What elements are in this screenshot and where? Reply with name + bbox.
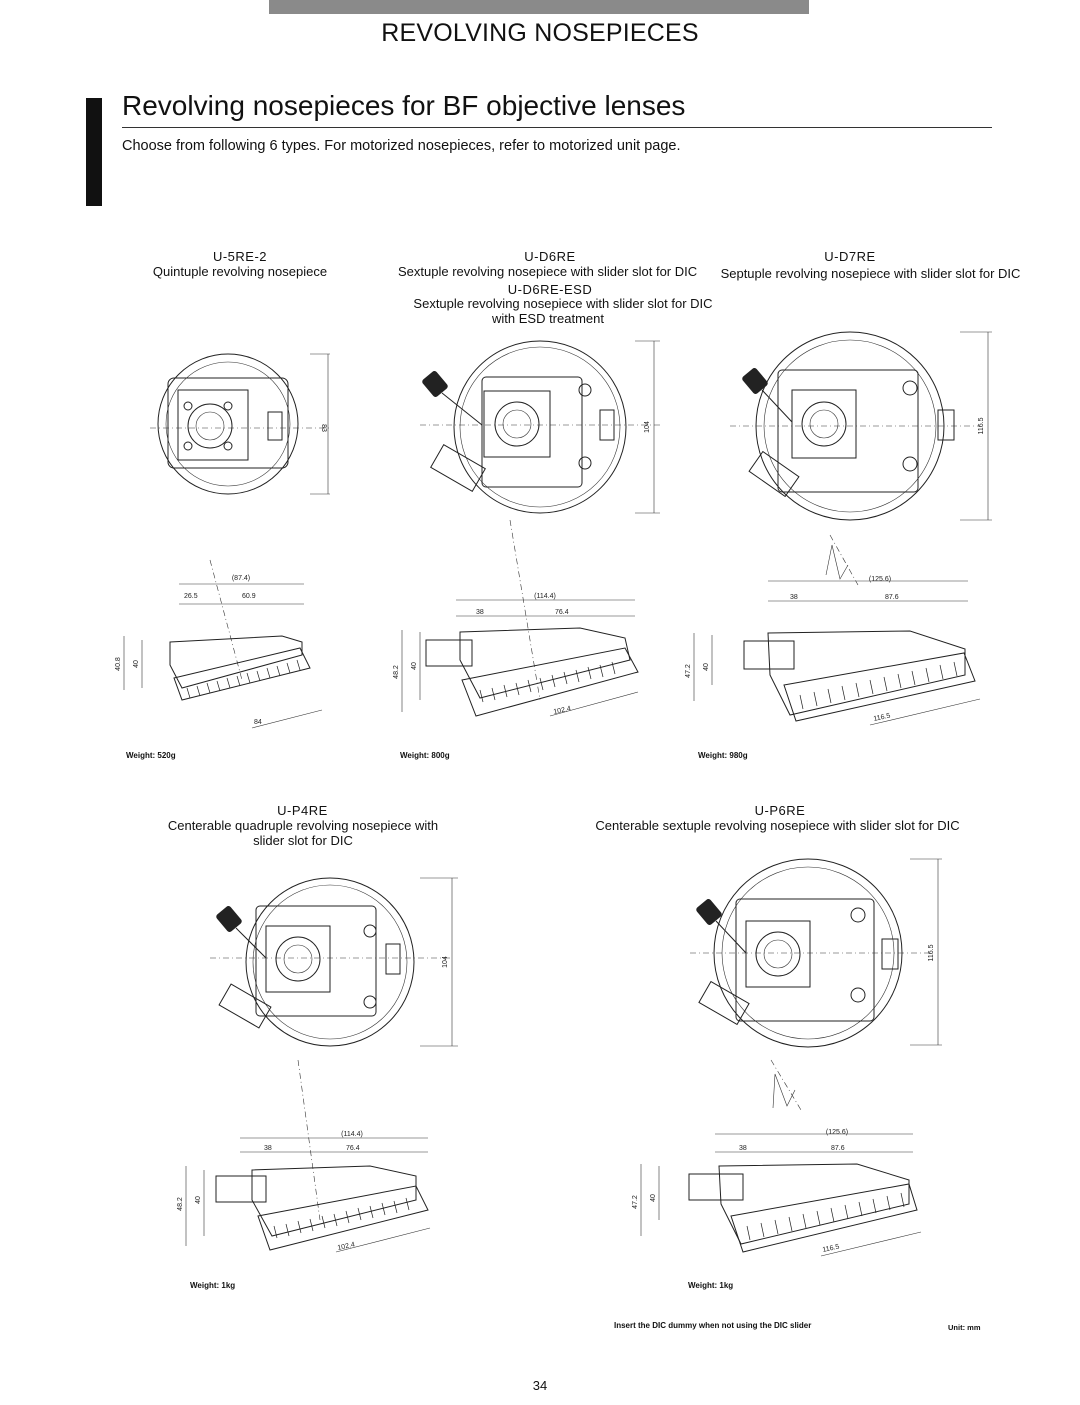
ud7re-side-drawing: (125.6) 38 87.6 47.2 40 116.5: [685, 534, 981, 726]
u5re2-dim-wleft: 26.5: [184, 593, 198, 600]
up4re-desc: Centerable quadruple revolving nosepiece…: [167, 818, 439, 833]
u5re2-dim-height: 83: [320, 424, 327, 432]
ud7re-weight: Weight: 980g: [698, 751, 748, 760]
ud7re-code: U-D7RE: [824, 249, 876, 264]
intro-text: Choose from following 6 types. For motor…: [122, 138, 681, 154]
u5re2-dim-houter: 40.8: [115, 657, 122, 671]
ud6re-dim-wleft: 38: [476, 609, 484, 616]
up6re-side-drawing: (125.6) 38 87.6 47.2 40 116.5: [632, 1059, 922, 1257]
u5re2-dim-hinner: 40: [133, 660, 140, 668]
section-title: REVOLVING NOSEPIECES: [381, 19, 699, 47]
up6re-dim-wleft: 38: [739, 1145, 747, 1152]
up4re-top-drawing: 104: [210, 877, 458, 1047]
ud6re-esd-desc-b: with ESD treatment: [492, 311, 604, 326]
up4re-code: U-P4RE: [277, 803, 328, 818]
u5re2-weight: Weight: 520g: [126, 751, 176, 760]
up6re-top-drawing: 116.5: [690, 858, 942, 1048]
ud7re-dim-height: 116.5: [978, 417, 985, 434]
u5re2-dim-diameter: 84: [254, 719, 262, 726]
ud6re-dim-height: 104: [644, 421, 651, 433]
ud6re-dim-hinner: 40: [411, 662, 418, 670]
page-number: 34: [532, 1378, 548, 1393]
up6re-weight: Weight: 1kg: [688, 1281, 734, 1290]
up4re-desc-b: slider slot for DIC: [253, 833, 353, 848]
up4re-dim-wleft: 38: [264, 1145, 272, 1152]
u5re2-code: U-5RE-2: [212, 249, 268, 264]
up4re-dim-hinner: 40: [195, 1196, 202, 1204]
ud7re-dim-houter: 47.2: [685, 664, 692, 678]
ud6re-esd-code: U-D6RE-ESD: [507, 282, 593, 297]
u5re2-desc: Quintuple revolving nosepiece: [152, 264, 328, 279]
up4re-dim-wright: 76.4: [346, 1145, 360, 1152]
ud7re-dim-wleft: 38: [790, 594, 798, 601]
dic-note: Insert the DIC dummy when not using the …: [614, 1321, 812, 1330]
up6re-dim-wtotal: (125.6): [826, 1129, 848, 1136]
u5re2-dim-wright: 60.9: [242, 593, 256, 600]
page-heading: Revolving nosepieces for BF objective le…: [122, 90, 686, 121]
ud7re-dim-diameter: 116.5: [873, 713, 891, 723]
heading-rule: [122, 127, 992, 128]
up4re-dim-diameter: 102.4: [337, 1241, 356, 1252]
ud6re-weight: Weight: 800g: [400, 751, 450, 760]
up4re-dim-height: 104: [442, 956, 449, 968]
up6re-desc: Centerable sextuple revolving nosepiece …: [595, 818, 960, 833]
ud6re-dim-wright: 76.4: [555, 609, 569, 616]
up4re-side-drawing: (114.4) 38 76.4 48.2 40 102.4: [177, 1059, 431, 1253]
section-marker: [86, 98, 102, 206]
up6re-dim-hinner: 40: [650, 1194, 657, 1202]
up6re-dim-height: 116.5: [928, 944, 935, 961]
unit-label: Unit: mm: [948, 1323, 981, 1332]
up6re-code: U-P6RE: [754, 803, 806, 818]
ud6re-side-drawing: (114.4) 38 76.4 48.2 40 102.4: [393, 519, 639, 717]
up4re-dim-wtotal: (114.4): [341, 1131, 363, 1138]
header-bar: [269, 0, 809, 14]
ud7re-dim-hinner: 40: [703, 663, 710, 671]
u5re2-dim-wtotal: (87.4): [232, 575, 250, 582]
u5re2-side-drawing: (87.4) 26.5 60.9 40.8 40 84: [115, 559, 323, 729]
ud6re-top-drawing: 104: [420, 340, 660, 514]
ud6re-desc: Sextuple revolving nosepiece with slider…: [398, 264, 698, 279]
ud6re-dim-diameter: 102.4: [553, 705, 572, 716]
up4re-weight: Weight: 1kg: [190, 1281, 236, 1290]
ud6re-dim-wtotal: (114.4): [534, 593, 556, 600]
ud7re-top-drawing: 116.5: [730, 331, 992, 521]
ud6re-code: U-D6RE: [524, 249, 576, 264]
up6re-dim-diameter: 116.5: [822, 1244, 840, 1254]
u5re2-top-drawing: 83: [150, 353, 330, 495]
ud7re-desc: Septuple revolving nosepiece with slider…: [720, 266, 1021, 281]
ud7re-dim-wtotal: (125.6): [869, 576, 891, 583]
up6re-dim-wright: 87.6: [831, 1145, 845, 1152]
ud6re-dim-houter: 48.2: [393, 665, 400, 679]
up4re-dim-houter: 48.2: [177, 1197, 184, 1211]
ud6re-esd-desc: Sextuple revolving nosepiece with slider…: [413, 296, 713, 311]
up6re-dim-houter: 47.2: [632, 1195, 639, 1209]
ud7re-dim-wright: 87.6: [885, 594, 899, 601]
